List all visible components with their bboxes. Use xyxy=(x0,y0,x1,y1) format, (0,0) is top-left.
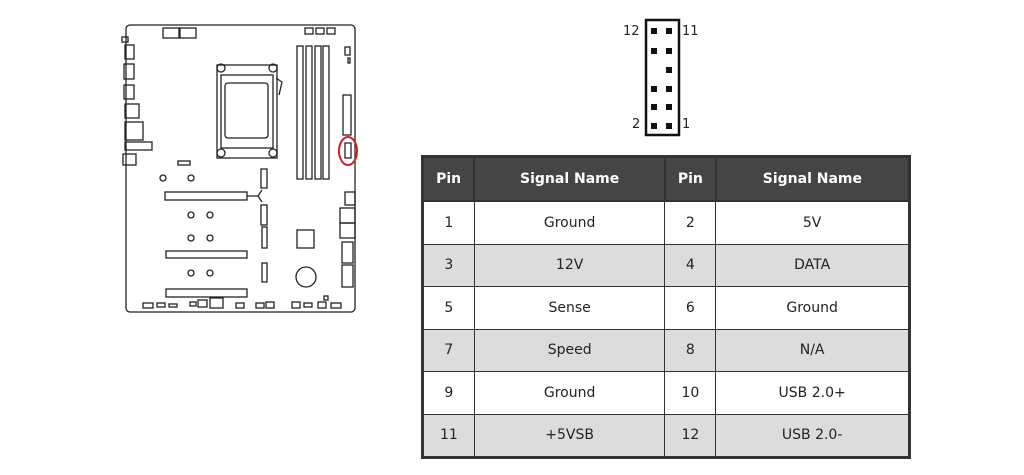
signal-name-cell: Sense xyxy=(473,286,666,330)
column-header: Signal Name xyxy=(473,155,666,202)
jusb-header-pinout: 12 11 2 1 xyxy=(600,10,720,140)
pin-number-cell: 9 xyxy=(422,371,475,415)
signal-name-cell: N/A xyxy=(715,328,910,372)
pin-label-11: 11 xyxy=(682,24,699,39)
signal-name-cell: USB 2.0- xyxy=(715,413,910,458)
signal-name-cell: 5V xyxy=(715,200,910,245)
signal-name-cell: Speed xyxy=(473,328,666,372)
pin-label-1: 1 xyxy=(682,117,691,132)
pin-number-cell: 3 xyxy=(422,243,475,287)
pin-number-cell: 6 xyxy=(664,286,717,330)
signal-name-cell: DATA xyxy=(715,243,910,287)
pin-number-cell: 7 xyxy=(422,328,475,372)
table-header-row: Pin Signal Name Pin Signal Name xyxy=(421,155,911,202)
pin-number-cell: 10 xyxy=(664,371,717,415)
signal-name-cell: 12V xyxy=(473,243,666,287)
column-header: Pin xyxy=(421,155,476,202)
signal-name-cell: Ground xyxy=(715,286,910,330)
pin-number-cell: 5 xyxy=(422,286,475,330)
pin-number-cell: 8 xyxy=(664,328,717,372)
signal-name-cell: Ground xyxy=(473,371,666,415)
pin-grid-icon xyxy=(644,18,681,137)
column-header: Pin xyxy=(663,155,717,202)
signal-name-cell: Ground xyxy=(473,200,666,245)
pin-label-2: 2 xyxy=(632,117,641,132)
pin-number-cell: 11 xyxy=(422,413,475,458)
signal-name-cell: USB 2.0+ xyxy=(715,371,910,415)
pin-number-cell: 12 xyxy=(664,413,717,458)
motherboard-diagram xyxy=(121,24,358,313)
pin-number-cell: 4 xyxy=(664,243,717,287)
pin-number-cell: 1 xyxy=(422,200,475,245)
pin-number-cell: 2 xyxy=(664,200,717,245)
signal-name-cell: +5VSB xyxy=(473,413,666,458)
column-header: Signal Name xyxy=(714,155,911,202)
pin-label-12: 12 xyxy=(623,24,640,39)
